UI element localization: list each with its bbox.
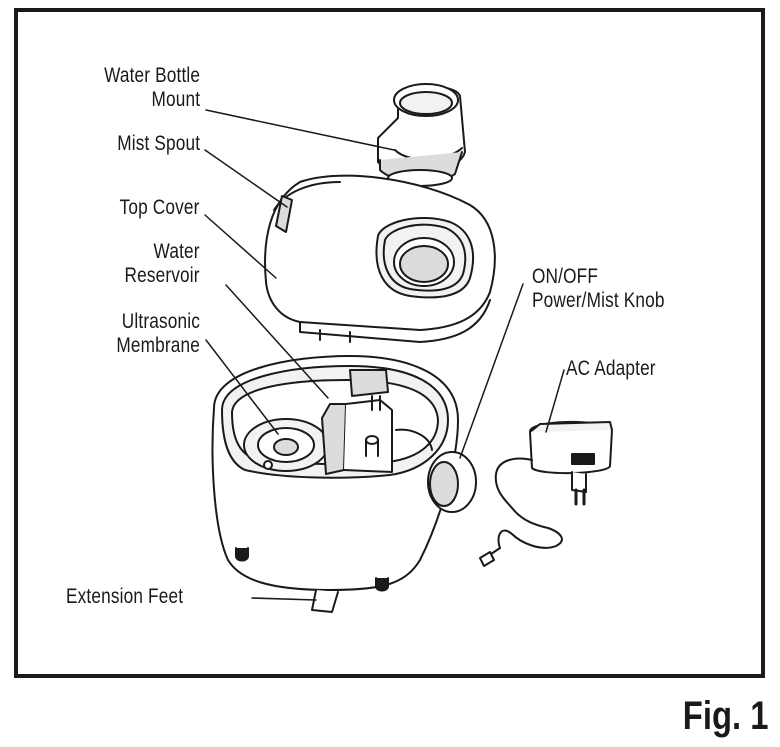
top-cover-part — [264, 174, 496, 343]
figure-caption: Fig. 1 — [682, 694, 768, 738]
figure-frame — [14, 8, 765, 678]
water-bottle-mount-part — [377, 83, 466, 187]
label-water-reservoir: Water Reservoir — [124, 240, 200, 287]
label-top-cover: Top Cover — [120, 196, 200, 219]
label-on-off-knob: ON/OFF Power/Mist Knob — [532, 265, 665, 312]
label-mist-spout: Mist Spout — [117, 132, 200, 155]
label-extension-feet: Extension Feet — [66, 585, 184, 608]
label-ac-adapter: AC Adapter — [566, 357, 656, 380]
ac-adapter-part — [479, 420, 613, 567]
label-ultrasonic-membrane: Ultrasonic Membrane — [116, 310, 200, 357]
base-unit-part — [211, 355, 477, 613]
leader-lines — [204, 109, 565, 601]
label-water-bottle-mount: Water Bottle Mount — [103, 64, 200, 111]
